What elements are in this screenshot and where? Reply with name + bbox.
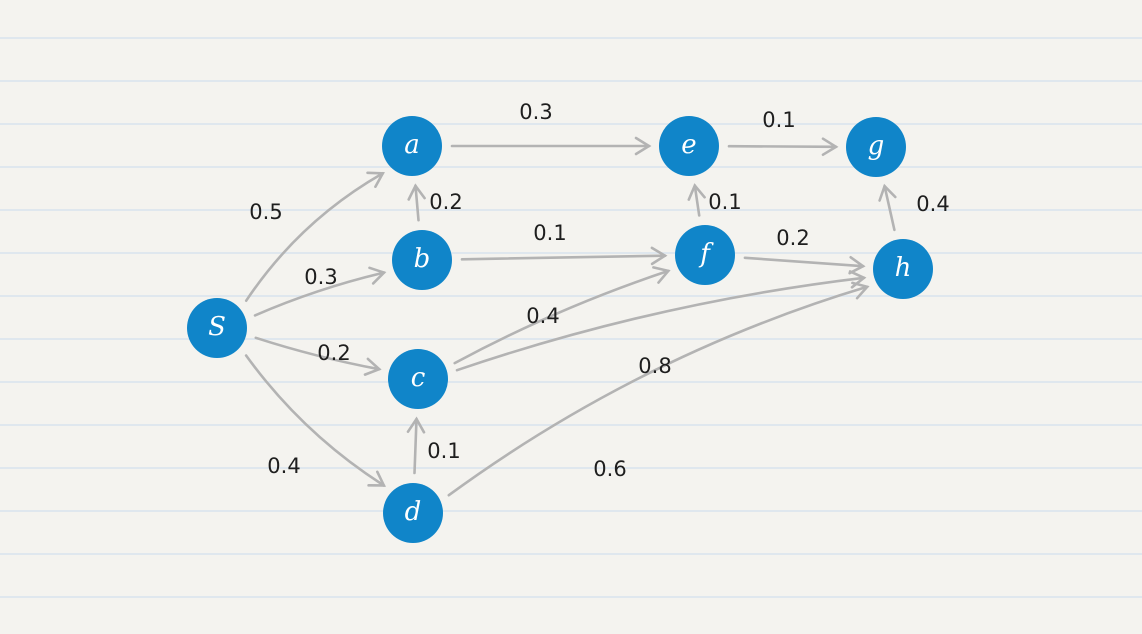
node-s: S [187,298,247,358]
node-e-circle [659,116,719,176]
node-f: f [675,225,735,285]
nodes-layer: Sa b c d e f g h [187,116,933,543]
edge-weight-h-g: 0.4 [916,192,949,216]
edge-weight-d-c: 0.1 [427,439,460,463]
node-s-label: S [208,312,226,342]
arrowhead-c-f [652,266,671,284]
edge-weight-s-b: 0.3 [304,265,337,289]
node-b: b [392,230,452,290]
edge-s-a [244,172,385,302]
edge-e-g [727,144,838,149]
edge-weight-s-c: 0.2 [317,341,350,365]
edge-f-h [743,256,865,268]
edge-weight-s-a: 0.5 [249,200,282,224]
arrowhead-b-a [407,183,426,201]
node-a: a [382,116,442,176]
node-f-circle [675,225,735,285]
edge-weight-b-a: 0.2 [429,190,462,214]
node-g: g [846,117,906,177]
edge-weight-b-f: 0.1 [533,221,566,245]
node-c-label: c [411,363,426,393]
edge-c-f [453,269,670,365]
edge-d-c [413,417,418,475]
node-d: d [383,483,443,543]
node-a-label: a [404,130,420,160]
edge-s-d [244,354,386,487]
edge-weight-f-h: 0.2 [776,226,809,250]
edge-weight-s-d: 0.4 [267,454,300,478]
node-h-label: h [895,253,912,283]
edge-weight-c-f: 0.4 [526,304,559,328]
edge-h-g [883,184,896,232]
arrowhead-d-h [851,281,870,300]
edge-b-a [414,184,420,222]
node-b-circle [392,230,452,290]
arrowhead-h-g [878,183,897,202]
edges-layer [244,136,897,497]
arrowhead-b-f [650,246,668,266]
edge-weight-c-h: 0.8 [638,354,671,378]
arrowhead-s-b [368,266,387,285]
arrowhead-s-d [367,470,386,487]
arrowhead-f-e [687,183,706,201]
arrowhead-f-h [848,256,866,275]
node-g-circle [846,117,906,177]
edge-f-e [693,184,701,217]
edge-c-h [455,276,866,372]
edge-weight-a-e: 0.3 [519,100,552,124]
node-e-label: e [681,130,696,160]
edge-s-b [253,271,386,317]
node-d-circle [383,483,443,543]
node-s-circle [187,298,247,358]
edge-labels-layer: 0.5 0.3 0.2 0.4 0.2 0.3 0.1 0.4 0.8 0.1 0.6 0.1 0.1 0… [249,100,949,481]
edge-b-f [460,254,667,261]
edge-s-c [254,336,381,371]
arrowhead-d-c [406,416,426,434]
arrowhead-a-e [634,136,652,156]
node-c-circle [388,349,448,409]
node-h-circle [873,239,933,299]
arrowhead-s-c [363,357,382,376]
node-e: e [659,116,719,176]
edge-weight-d-h: 0.6 [593,457,626,481]
node-b-label: b [414,244,431,274]
edge-weight-e-g: 0.1 [762,108,795,132]
node-c: c [388,349,448,409]
edge-weight-f-e: 0.1 [708,190,741,214]
node-h: h [873,239,933,299]
arrowhead-e-g [821,137,839,156]
node-g-label: g [868,131,885,161]
node-d-label: d [405,497,422,527]
arrowhead-s-a [366,171,385,188]
edge-d-h [447,285,869,497]
node-a-circle [382,116,442,176]
